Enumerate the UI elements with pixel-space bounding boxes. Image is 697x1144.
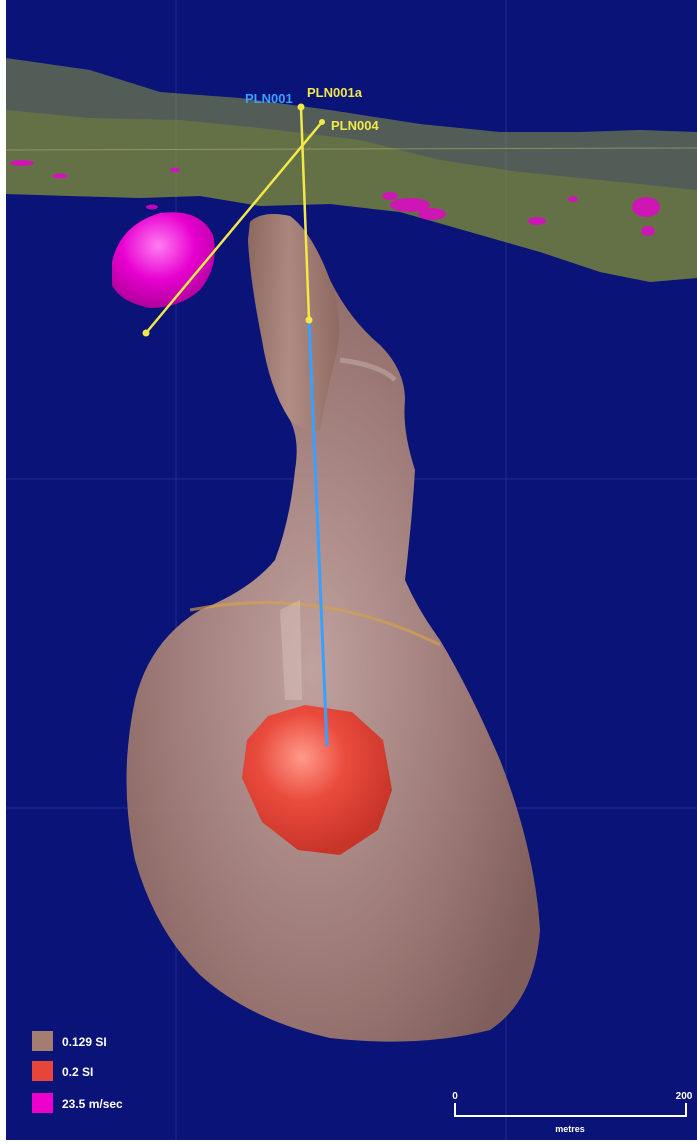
label-pln001: PLN001 [245,91,293,106]
label-pln001a: PLN001a [307,85,363,100]
legend-label-velocity: 23.5 m/sec [62,1097,123,1111]
drillhole-collar-pln004 [319,119,325,125]
drillhole-end-pln001a [306,317,313,324]
legend-swatch-0129 [32,1031,53,1051]
legend-label-0129: 0.129 SI [62,1035,107,1049]
drillhole-end-pln004 [143,330,150,337]
legend-swatch-02 [32,1061,53,1081]
label-pln004: PLN004 [331,118,379,133]
legend-swatch-velocity [32,1093,53,1113]
scale-bar-max-label: 200 [676,1091,693,1102]
drillhole-collar [298,104,305,111]
legend-label-02: 0.2 SI [62,1065,93,1079]
scale-bar-unit-label: metres [555,1124,585,1134]
scale-bar-min-label: 0 [452,1091,458,1102]
